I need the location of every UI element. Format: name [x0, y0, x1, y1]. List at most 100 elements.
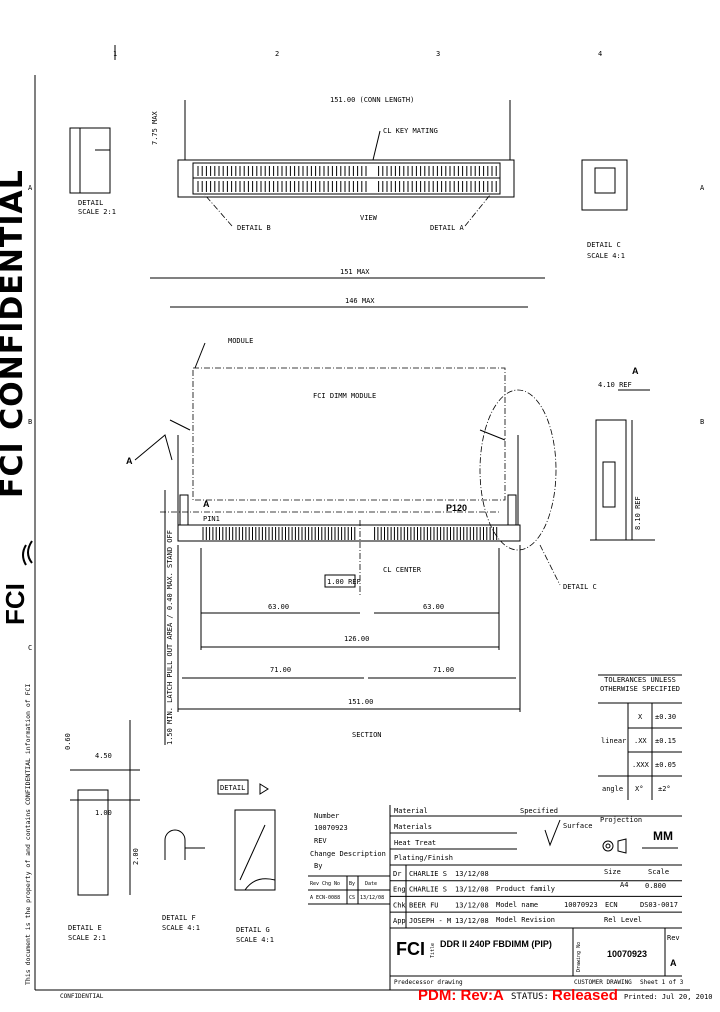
svg-text:151.00: 151.00 [348, 698, 373, 706]
svg-text:8.10 REF: 8.10 REF [634, 496, 642, 530]
svg-text:126.00: 126.00 [344, 635, 369, 643]
svg-text:2.00: 2.00 [132, 848, 140, 865]
svg-text:Change Description: Change Description [310, 850, 386, 858]
drawing-title: DDR II 240P FBDIMM (PIP) [440, 939, 552, 949]
signoff-role: Dr [393, 870, 401, 878]
svg-text:1.00: 1.00 [95, 809, 112, 817]
svg-text:ECN: ECN [605, 901, 618, 909]
svg-text:DETAIL C: DETAIL C [587, 241, 621, 249]
svg-text:63.00: 63.00 [268, 603, 289, 611]
title-block: Material Specified Materials Heat Treat … [60, 805, 713, 1004]
svg-text:71.00: 71.00 [270, 666, 291, 674]
svg-text:.XX: .XX [634, 737, 647, 745]
svg-text:STATUS:: STATUS: [511, 992, 549, 1002]
svg-text:X°: X° [635, 785, 643, 793]
svg-text:Materials: Materials [394, 823, 432, 831]
svg-text:Scale: Scale [648, 868, 669, 876]
svg-text:Heat Treat: Heat Treat [394, 839, 436, 847]
svg-text:SECTION: SECTION [352, 731, 382, 739]
row-label: A [28, 184, 33, 192]
svg-text:Sheet 1 of 3: Sheet 1 of 3 [640, 979, 684, 986]
svg-text:±0.30: ±0.30 [655, 713, 676, 721]
svg-text:DETAIL: DETAIL [78, 199, 103, 207]
svg-text:Predecessor drawing: Predecessor drawing [394, 979, 463, 986]
side-view: A 4.10 REF 8.10 REF [590, 366, 655, 541]
svg-text:4.10 REF: 4.10 REF [598, 381, 632, 389]
units-label: MM [653, 829, 673, 843]
revision-letter: A [670, 958, 677, 968]
fci-logo: FCI [0, 540, 33, 625]
row-label: B [28, 418, 32, 426]
svg-text:Model Revision: Model Revision [496, 916, 555, 924]
front-view: MODULE FCI DIMM MODULE A PIN1 P120 CL CE… [126, 337, 597, 745]
svg-text:63.00: 63.00 [423, 603, 444, 611]
svg-text:Model name: Model name [496, 901, 538, 909]
confidential-watermark: FCI CONFIDENTIAL [0, 169, 30, 498]
svg-text:0.60: 0.60 [64, 733, 72, 750]
svg-text:Rev: Rev [310, 881, 319, 887]
svg-text:SCALE 4:1: SCALE 4:1 [162, 924, 200, 932]
svg-text:CL CENTER: CL CENTER [383, 566, 422, 574]
svg-text:By: By [314, 862, 322, 870]
column-label: 3 [436, 50, 440, 58]
svg-text:A: A [310, 895, 313, 901]
dim-label: 7.75 MAX [151, 110, 159, 145]
svg-text:13/12/08: 13/12/08 [360, 895, 384, 901]
svg-text:SCALE 4:1: SCALE 4:1 [236, 936, 274, 944]
svg-text:±0.05: ±0.05 [655, 761, 676, 769]
svg-text:0.800: 0.800 [645, 882, 666, 890]
svg-text:DETAIL: DETAIL [220, 784, 245, 792]
svg-text:A4: A4 [620, 881, 628, 889]
svg-text:FCI: FCI [0, 583, 30, 625]
view-label: VIEW [360, 214, 378, 222]
svg-text:CONFIDENTIAL: CONFIDENTIAL [60, 993, 104, 1000]
svg-text:By: By [349, 881, 355, 887]
svg-text:1.00 REF: 1.00 REF [327, 578, 361, 586]
svg-text:PIN1: PIN1 [203, 515, 220, 523]
row-label: A [700, 184, 705, 192]
svg-text:10070923: 10070923 [314, 824, 348, 832]
signoff-role: Chk [393, 901, 406, 909]
svg-text:Title: Title [430, 943, 436, 958]
signoff-date: 13/12/08 [455, 917, 489, 925]
svg-text:Product family: Product family [496, 885, 555, 893]
signoff-name: CHARLIE S [409, 870, 447, 878]
signoff-name: CHARLIE S [409, 886, 447, 894]
svg-text:Material: Material [394, 807, 428, 815]
svg-text:10070923: 10070923 [564, 901, 598, 909]
svg-text:71.00: 71.00 [433, 666, 454, 674]
svg-text:angle: angle [602, 785, 623, 793]
svg-text:DS03-0017: DS03-0017 [640, 901, 678, 909]
svg-text:Drawing No: Drawing No [576, 942, 582, 972]
board-label: MODULE [228, 337, 253, 345]
svg-text:Surface: Surface [563, 822, 593, 830]
svg-text:Rev: Rev [667, 934, 680, 942]
row-label: C [28, 644, 32, 652]
svg-text:X: X [638, 713, 643, 721]
svg-text:Printed: Jul 20, 2010: Printed: Jul 20, 2010 [624, 993, 713, 1001]
fci-title-logo: FCI [396, 939, 425, 959]
pdm-revision: PDM: Rev:A [418, 987, 504, 1004]
detail-callout: DETAIL B [237, 224, 271, 232]
detail-view-top-left: DETAIL SCALE 2:1 [69, 127, 116, 216]
side-notes: 1.50 MIN. LATCH PULL OUT AREA / 0.40 MAX… [166, 530, 174, 745]
svg-text:CS: CS [349, 895, 355, 901]
svg-text:±0.15: ±0.15 [655, 737, 676, 745]
tolerance-table: TOLERANCES UNLESS OTHERWISE SPECIFIED li… [598, 674, 682, 800]
signoff-date: 13/12/08 [455, 870, 489, 878]
dim-label: 151.00 (CONN LENGTH) [330, 96, 414, 104]
svg-text:±2°: ±2° [658, 785, 671, 793]
svg-text:REV: REV [314, 837, 327, 845]
revision-block: Number 10070923 REV Change Description B… [308, 812, 390, 905]
column-label: 2 [275, 50, 279, 58]
svg-text:Chg No: Chg No [322, 881, 340, 887]
drawing-number: 10070923 [607, 949, 647, 959]
top-view: 151.00 (CONN LENGTH) 7.75 MAX CL KEY MAT… [150, 96, 545, 308]
pin1-marker: A [203, 499, 210, 509]
tolerance-header: TOLERANCES UNLESS OTHERWISE SPECIFIED [599, 676, 681, 693]
signoff-name: BEER FU [409, 901, 439, 909]
svg-text:Size: Size [604, 868, 621, 876]
signoff-role: Eng [393, 886, 406, 894]
status-value: Released [552, 987, 618, 1004]
